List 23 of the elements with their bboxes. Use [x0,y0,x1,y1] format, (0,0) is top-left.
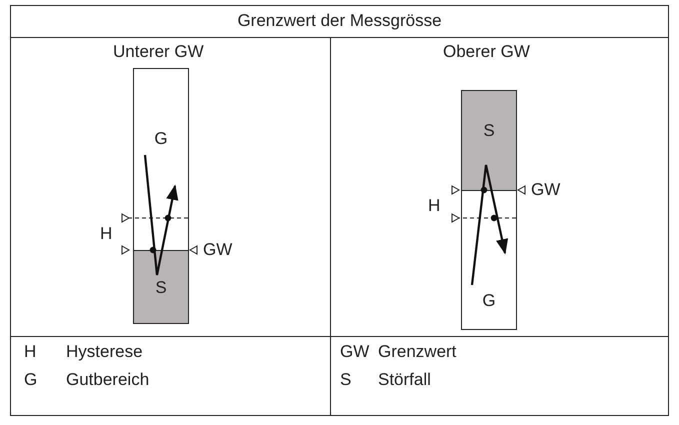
legend-symbol: GW [340,342,370,362]
fault-zone [133,250,189,324]
legend-description: Gutbereich [66,370,150,390]
legend-symbol: S [340,370,352,390]
column-heading: Oberer GW [443,42,530,62]
good-zone [133,68,189,251]
zone-letter: S [154,278,168,298]
threshold-label: GW [203,240,232,260]
table-title: Grenzwert der Messgrösse [236,11,443,31]
column-heading: Unterer GW [113,42,204,62]
legend-symbol: G [24,370,38,390]
zone-letter: G [153,129,169,149]
legend-description: Hysterese [66,342,143,362]
legend-symbol: H [24,342,36,362]
good-zone [461,190,517,330]
fault-zone [461,90,517,191]
hysteresis-label: H [428,196,440,216]
legend-description: Störfall [378,370,431,390]
hysteresis-label: H [100,224,112,244]
zone-letter: S [482,121,496,141]
legend-description: Grenzwert [378,342,456,362]
zone-letter: G [481,291,497,311]
threshold-label: GW [531,180,560,200]
